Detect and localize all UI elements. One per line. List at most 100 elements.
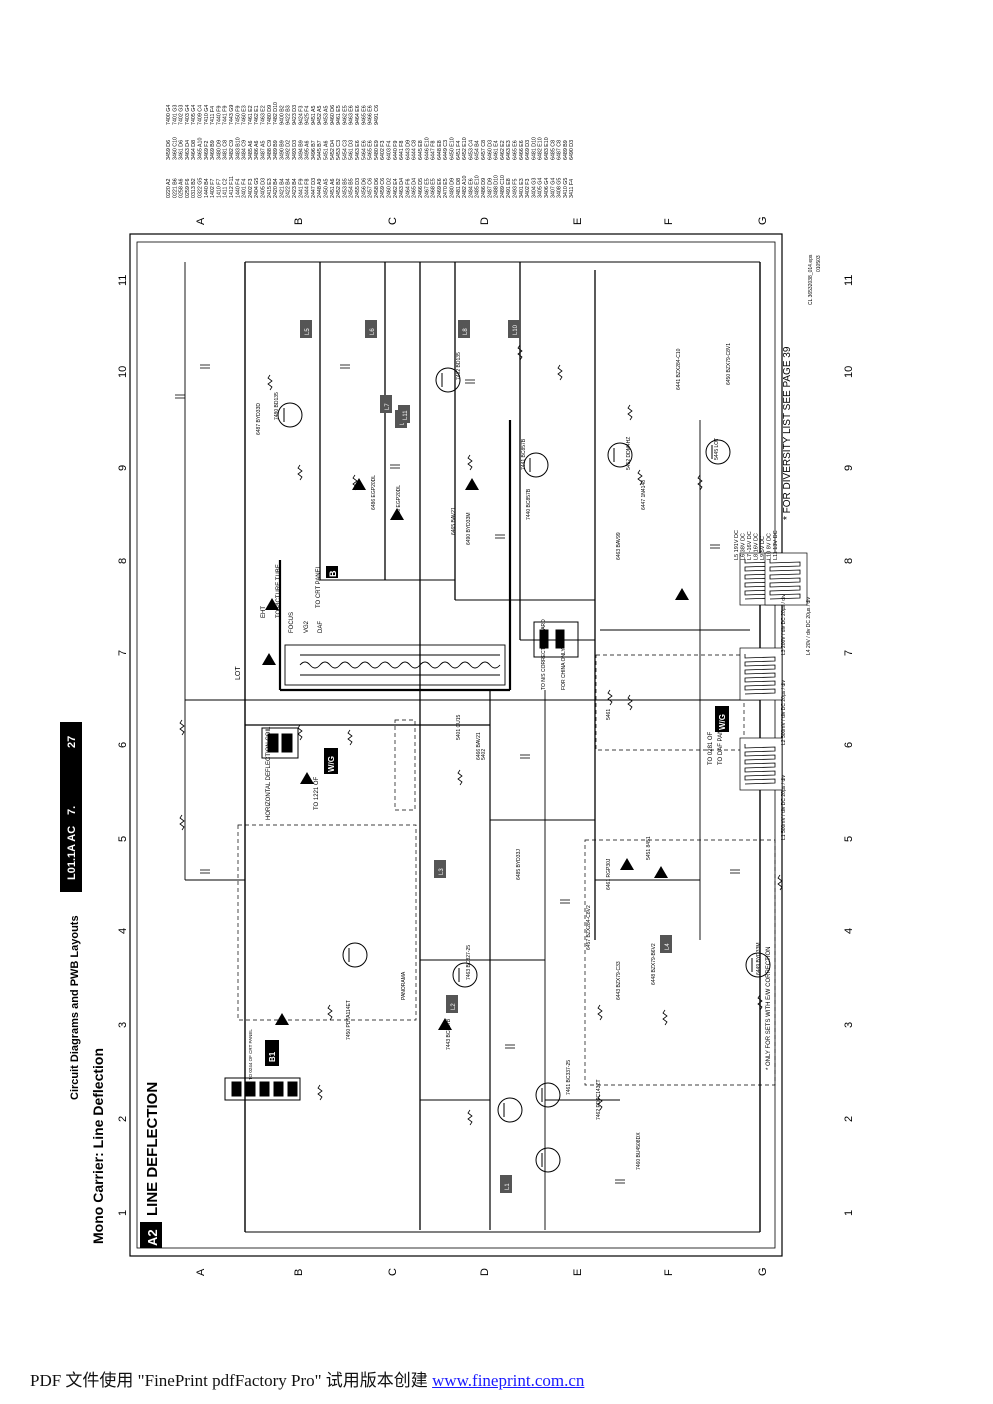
column-marker: 11 xyxy=(117,275,129,286)
transistor-symbol xyxy=(535,1147,561,1173)
index-entry: 6450 E10 xyxy=(450,137,456,160)
index-entry: 3460 C10 xyxy=(172,137,178,160)
measurement-tag xyxy=(300,320,312,338)
index-entry: 0258 A6 xyxy=(179,179,185,198)
index-entry: 7443 G9 xyxy=(229,105,235,125)
component-label: 7440 BC857B xyxy=(526,488,532,520)
measurement-tag-label: L7 xyxy=(385,403,391,410)
row-marker: D xyxy=(479,1268,491,1276)
b1-box xyxy=(265,1040,279,1066)
column-marker: 1 xyxy=(117,1210,129,1216)
component-label: 7460 BU4508DX xyxy=(636,1132,642,1170)
index-entry: 2460 D2 xyxy=(387,178,393,198)
voltage-legend-entry: L9 5V DC xyxy=(760,536,766,560)
waveform-trace xyxy=(769,559,801,600)
component-label: 5451 8451 xyxy=(646,836,652,860)
index-entry: 7401 G3 xyxy=(172,105,178,125)
measurement-tag-label: L6 xyxy=(370,328,376,335)
index-entry: 7450 F9 xyxy=(235,106,241,125)
index-entry: 2457 C6 xyxy=(368,178,374,198)
index-entry: 6451 F4 xyxy=(456,141,462,160)
footer-link[interactable]: www.fineprint.com.cn xyxy=(432,1371,585,1390)
header-model-box xyxy=(60,722,82,892)
component-label: 7462 PDTC143ZT xyxy=(596,1079,602,1120)
index-entry: 2454 B5 xyxy=(349,178,355,198)
index-entry: 6485 C8 xyxy=(550,140,556,160)
measurement-tag xyxy=(365,320,377,338)
index-entry: 2464 F6 xyxy=(405,179,411,198)
index-entry: 3480 D9 xyxy=(216,140,222,160)
row-marker: C xyxy=(387,217,399,225)
index-entry: 9464 E6 xyxy=(355,105,361,125)
component-label: 6450 BZX79-C8V1 xyxy=(726,343,732,385)
index-entry: 5453 C3 xyxy=(336,140,342,160)
measurement-tag xyxy=(660,935,672,953)
column-marker: 4 xyxy=(117,928,129,934)
title-code-box xyxy=(140,1222,162,1248)
waveform-caption: L4 20V / div DC 20µs / div xyxy=(806,597,812,655)
row-marker: B xyxy=(293,218,305,225)
index-entry: 6440 F9 xyxy=(393,141,399,160)
row-marker: C xyxy=(387,1268,399,1276)
row-marker: A xyxy=(195,217,207,225)
component-label: 6457 BZX284-C8V2 xyxy=(586,905,592,950)
label-to-0281: TO 0281 OF xyxy=(708,731,714,765)
index-entry: 2462 E4 xyxy=(393,178,399,198)
warning-triangle-icon xyxy=(465,478,479,490)
resistor-symbol xyxy=(297,724,303,741)
transistor-symbols xyxy=(277,367,771,1173)
column-marker: 6 xyxy=(117,742,129,748)
voltage-legend-entry: L10 8V DC xyxy=(767,533,773,560)
component-label: 7463 BC327-25 xyxy=(466,945,472,980)
row-marker: D xyxy=(479,217,491,225)
transistor-symbol xyxy=(497,1097,523,1123)
b1-box-label: B1 xyxy=(268,1051,277,1062)
column-marker: 3 xyxy=(117,1022,129,1028)
column-marker: 10 xyxy=(843,366,855,378)
warning-triangle-icon xyxy=(265,598,279,610)
index-entry: 3465 A10 xyxy=(198,138,204,160)
passive-symbols xyxy=(175,344,783,1184)
component-label: 6488 EGP20DL xyxy=(396,485,402,520)
index-entry: 1411 C2 xyxy=(223,178,229,198)
component-label: 5401 CU15 xyxy=(456,714,462,740)
index-entry: 3485 A6 xyxy=(248,141,254,160)
index-entry: 3494 B9 xyxy=(298,140,304,160)
resistor-symbol xyxy=(607,689,613,706)
waveform-trace xyxy=(744,654,776,695)
measurement-tags: L5L6L7L8L9L10L11L3L2L4L1 xyxy=(300,320,672,1193)
measurement-tag-label: L1 xyxy=(505,1183,511,1190)
index-entry: 2405 D3 xyxy=(261,178,267,198)
label-hor-def: HORIZONTAL DEFLECTION COIL xyxy=(266,726,272,820)
index-entry: 9424 F3 xyxy=(298,106,304,125)
daf-wg-label: W/G xyxy=(718,714,727,730)
measurement-tag xyxy=(508,320,520,338)
component-label: 7450 PDTA114ET xyxy=(346,1000,352,1040)
header-model: L01.1A AC xyxy=(66,826,78,880)
index-entry: 2493 F5 xyxy=(513,179,519,198)
measurement-tag-label: L4 xyxy=(665,943,671,950)
component-label: 7441 BC857B xyxy=(521,438,527,470)
warning-triangle-icon xyxy=(262,653,276,665)
voltage-legend-entry: L8 16V DC xyxy=(754,533,760,560)
index-entry: 3493 D3 xyxy=(292,140,298,160)
warning-triangle-icon xyxy=(438,1018,452,1030)
page-title: Mono Carrier: Line Deflection xyxy=(90,1048,106,1244)
label-daf-panel: TO DAF PANEL xyxy=(718,722,724,765)
index-entry: 2481 D8 xyxy=(456,178,462,198)
component-label: 6443 BZX79-C33 xyxy=(616,961,622,1000)
index-entry: 3404 G3 xyxy=(531,178,537,198)
resistor-symbol xyxy=(297,464,303,481)
index-entry: 6469 D3 xyxy=(525,140,531,160)
diversity-note: * FOR DIVERSITY LIST SEE PAGE 39 xyxy=(782,346,793,520)
transistor-symbol xyxy=(607,442,633,468)
index-entry: 6449 C3 xyxy=(443,140,449,160)
index-entry: 3488 C9 xyxy=(267,140,273,160)
index-entry: 6443 D9 xyxy=(405,140,411,160)
label-daf: DAF xyxy=(318,621,324,633)
index-entry: 2465 D4 xyxy=(412,178,418,198)
component-label: 6441 BZX284-C10 xyxy=(676,348,682,390)
index-entry: 9463 E6 xyxy=(349,105,355,125)
